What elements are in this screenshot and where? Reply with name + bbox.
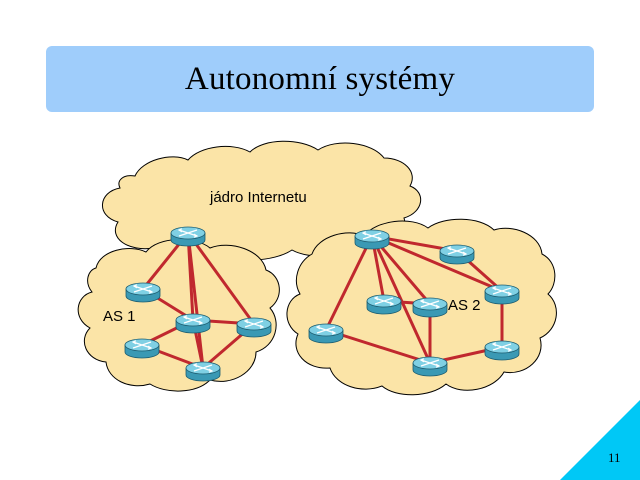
title-banner: Autonomní systémy (46, 46, 594, 112)
as1-label: AS 1 (103, 308, 136, 325)
link (186, 231, 256, 326)
router-icon (484, 284, 520, 305)
core-label: jádro Internetu (209, 189, 307, 206)
router-icon (185, 361, 221, 382)
router-icon (124, 338, 160, 359)
router-icon (412, 356, 448, 377)
link (370, 234, 432, 365)
router-icon (308, 323, 344, 344)
router-icon (439, 244, 475, 265)
router-icon (366, 294, 402, 315)
link (370, 234, 504, 293)
slide-title: Autonomní systémy (184, 60, 456, 97)
router-icon (175, 313, 211, 334)
link (324, 234, 374, 332)
routers (124, 226, 520, 382)
router-icon (236, 317, 272, 338)
router-icon (125, 282, 161, 303)
router-icon (412, 297, 448, 318)
page-number: 11 (608, 450, 621, 465)
as2-label: AS 2 (448, 297, 481, 314)
router-icon (484, 340, 520, 361)
router-icon (354, 229, 390, 250)
router-icon (170, 226, 206, 247)
corner-triangle (560, 400, 640, 480)
link (186, 231, 205, 370)
